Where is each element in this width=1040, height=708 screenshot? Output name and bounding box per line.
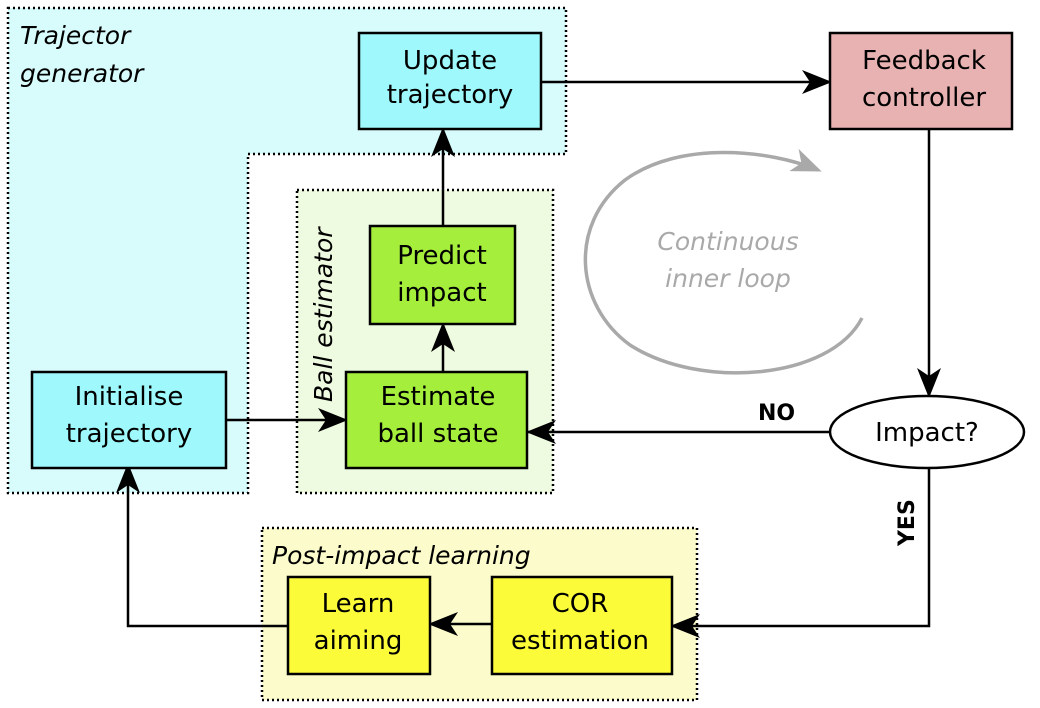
- no-branch-label: NO: [758, 401, 795, 426]
- arrow-learn-to-initialise: [116, 463, 288, 628]
- learn-aiming-line2: aiming: [314, 626, 403, 656]
- feedback-controller-box: Feedback controller: [828, 31, 1014, 131]
- cor-estimation-line1: COR: [552, 589, 609, 619]
- trajectory-generator-label-line1: Trajector: [20, 21, 132, 50]
- connectors: [116, 70, 941, 638]
- feedback-controller-line1: Feedback: [862, 46, 986, 76]
- arrow-impact-to-cor: [670, 468, 931, 638]
- feedback-controller-line2: controller: [862, 83, 986, 113]
- predict-impact-box: Predict impact: [368, 224, 517, 326]
- initialise-trajectory-box: Initialise trajectory: [30, 370, 228, 470]
- cor-estimation-line2: estimation: [511, 626, 649, 656]
- impact-decision: Impact?: [828, 394, 1026, 470]
- continuous-inner-loop: Continuous inner loop: [583, 148, 864, 375]
- post-impact-learning-label: Post-impact learning: [272, 541, 531, 570]
- initialise-trajectory-line2: trajectory: [66, 419, 193, 449]
- cor-estimation-box: COR estimation: [490, 575, 674, 676]
- impact-decision-label: Impact?: [875, 418, 979, 448]
- predict-impact-line2: impact: [397, 278, 486, 308]
- initialise-trajectory-line1: Initialise: [75, 382, 184, 412]
- yes-branch-label: YES: [895, 499, 920, 547]
- learn-aiming-line1: Learn: [322, 589, 395, 619]
- learn-aiming-box: Learn aiming: [286, 575, 432, 676]
- inner-loop-arc: [583, 148, 864, 375]
- estimate-ball-state-line2: ball state: [377, 419, 498, 449]
- ball-estimator-label: Ball estimator: [309, 226, 338, 402]
- update-trajectory-box: Update trajectory: [357, 31, 543, 131]
- estimate-ball-state-line1: Estimate: [381, 382, 496, 412]
- update-trajectory-line1: Update: [403, 46, 497, 76]
- trajectory-generator-label-line2: generator: [20, 59, 145, 88]
- inner-loop-label-line2: inner loop: [665, 264, 791, 293]
- estimate-ball-state-box: Estimate ball state: [344, 370, 529, 470]
- predict-impact-line1: Predict: [397, 241, 487, 271]
- update-trajectory-line2: trajectory: [387, 80, 514, 110]
- inner-loop-label-line1: Continuous: [657, 227, 798, 256]
